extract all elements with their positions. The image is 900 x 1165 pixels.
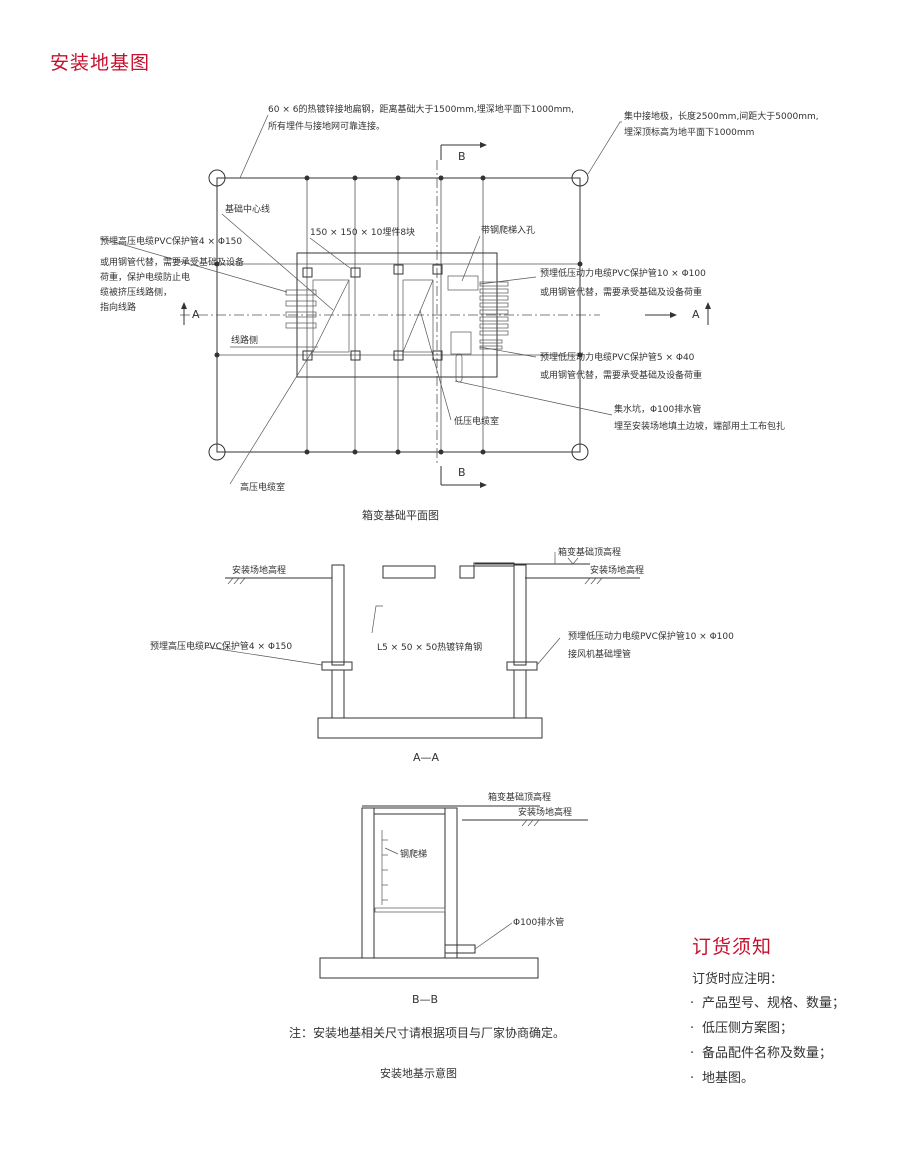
plan-grid-lines — [180, 160, 600, 466]
aa-hv-pipe — [321, 661, 353, 671]
plan-caption: 箱变基础平面图 — [362, 508, 439, 522]
aa-right-wall — [513, 564, 527, 666]
note-ground-pole-2: 埋深顶标高为地平面下1000mm — [624, 126, 754, 138]
label-lv-note-b: 或用钢管代替，需要承受基础及设备荷重 — [540, 369, 702, 381]
label-hv-pipe: 预埋高压电缆PVC保护管4 × Φ150 — [100, 235, 242, 247]
section-marker-b-bottom: B — [440, 466, 487, 488]
page-title: 安装地基图 — [50, 52, 151, 74]
bb-label-drain: Φ100排水管 — [513, 916, 564, 928]
order-list: ·产品型号、规格、数量； ·低压侧方案图； ·备品配件名称及数量； ·地基图。 — [690, 994, 845, 1094]
aa-label-site-level-left: 安装场地高程 — [232, 564, 286, 576]
ground-pole-markers — [208, 169, 589, 461]
label-centerline: 基础中心线 — [225, 203, 270, 215]
bullet-icon: · — [690, 1021, 695, 1036]
bb-label-site-level: 安装场地高程 — [518, 806, 572, 818]
note-grounding-steel-1: 60 × 6的热镀锌接地扁钢，距离基础大于1500mm,埋深地平面下1000mm… — [268, 103, 574, 115]
order-item: ·低压侧方案图； — [690, 1019, 845, 1044]
note-ground-pole-1: 集中接地极，长度2500mm,间距大于5000mm, — [624, 110, 819, 122]
svg-text:B: B — [458, 466, 466, 479]
note-grounding-steel-2: 所有埋件与接地网可靠连接。 — [268, 120, 385, 132]
bb-drain-pipe — [444, 944, 476, 954]
label-line-side: 线路侧 — [231, 334, 258, 346]
aa-left-wall — [331, 564, 345, 666]
aa-cover-slab — [382, 565, 436, 579]
order-item: ·产品型号、规格、数量； — [690, 994, 845, 1019]
ladder-hole — [447, 275, 479, 291]
label-hv-note-2: 荷重，保护电缆防止电 — [100, 271, 190, 283]
aa-label-angle-steel: L5 × 50 × 50热镀锌角钢 — [377, 641, 482, 653]
aa-base-slab — [317, 717, 543, 739]
bb-left-wall — [361, 807, 375, 959]
plan-view: B B A A — [99, 103, 819, 522]
drain-pipe — [455, 353, 463, 383]
footer-caption: 安装地基示意图 — [380, 1066, 457, 1080]
order-intro: 订货时应注明： — [692, 972, 784, 987]
foundation-outline — [296, 252, 498, 378]
sump — [450, 331, 472, 355]
aa-label-fan-pipe: 接风机基础埋管 — [568, 648, 631, 660]
label-embedded-plates: 150 × 150 × 10埋件8块 — [310, 226, 415, 238]
label-lv-pipe-10: 预埋低压动力电缆PVC保护管10 × Φ100 — [540, 267, 706, 279]
bullet-icon: · — [690, 1071, 695, 1086]
bb-label-ladder: 钢爬梯 — [400, 848, 427, 860]
svg-text:A: A — [192, 308, 200, 321]
bullet-icon: · — [690, 1046, 695, 1061]
aa-label-top-level: 箱变基础顶高程 — [558, 546, 621, 558]
order-title: 订货须知 — [692, 936, 773, 958]
section-marker-a-right: A — [645, 302, 711, 325]
embedded-plates — [302, 264, 443, 361]
aa-label-site-level-right: 安装场地高程 — [590, 564, 644, 576]
label-hv-note-3: 缆被挤压线路侧， — [100, 286, 172, 298]
bb-caption: B—B — [412, 993, 438, 1006]
footer-note: 注：安装地基相关尺寸请根据项目与厂家协商确定。 — [289, 1025, 565, 1040]
svg-text:A: A — [692, 308, 700, 321]
label-sump: 集水坑，Φ100排水管 — [614, 403, 701, 415]
label-lv-note-a: 或用钢管代替，需要承受基础及设备荷重 — [540, 286, 702, 298]
aa-label-hv-pipe: 预埋高压电缆PVC保护管4 × Φ150 — [150, 640, 292, 652]
lv-cable-room-opening — [402, 279, 434, 353]
section-marker-b-top: B — [440, 142, 487, 163]
hv-pipes — [285, 289, 317, 329]
bb-ladder — [381, 830, 388, 905]
bb-base-slab — [319, 957, 539, 979]
label-hv-room: 高压电缆室 — [240, 481, 285, 493]
label-hv-note-1: 或用钢管代替，需要承受基础及设备 — [100, 256, 244, 268]
aa-label-lv-pipe: 预埋低压动力电缆PVC保护管10 × Φ100 — [568, 630, 734, 642]
bb-label-top-level: 箱变基础顶高程 — [488, 791, 551, 803]
section-aa: 箱变基础顶高程 安装场地高程 安装场地高程 L5 × 50 × 50热镀锌角钢 … — [150, 546, 734, 764]
label-ladder-hole: 带钢爬梯入孔 — [481, 224, 535, 236]
aa-lv-pipe — [506, 661, 538, 671]
section-marker-a-left: A — [181, 302, 200, 325]
svg-text:B: B — [458, 150, 466, 163]
aa-caption: A—A — [413, 751, 440, 764]
label-lv-room: 低压电缆室 — [454, 415, 499, 427]
label-hv-note-4: 指向线路 — [100, 301, 136, 313]
order-item: ·备品配件名称及数量； — [690, 1044, 845, 1069]
order-item: ·地基图。 — [690, 1069, 845, 1094]
bullet-icon: · — [690, 996, 695, 1011]
lv-pipes — [479, 281, 509, 350]
plan-leaders — [99, 114, 622, 485]
label-sump-note: 埋至安装场地填土边坡，端部用土工布包扎 — [614, 420, 785, 432]
bb-right-wall — [444, 807, 458, 959]
hv-cable-room-opening — [312, 279, 350, 353]
section-bb: 箱变基础顶高程 安装场地高程 钢爬梯 Φ100排水管 B—B — [319, 791, 588, 1006]
label-lv-pipe-5: 预埋低压动力电缆PVC保护管5 × Φ40 — [540, 351, 695, 363]
